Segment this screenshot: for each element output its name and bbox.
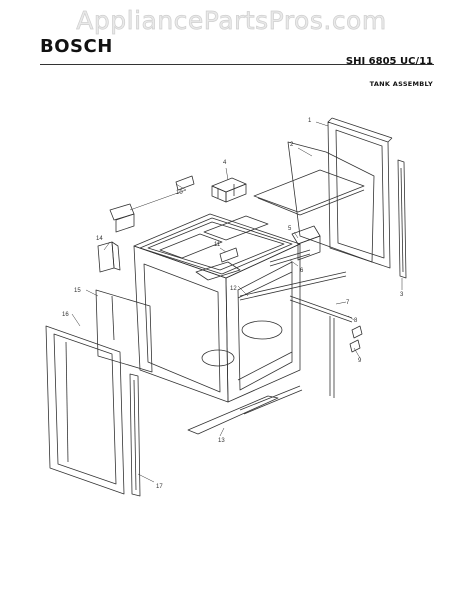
part-8-clip (351, 325, 363, 339)
callout-5: 5 (288, 226, 292, 232)
tub-body (133, 213, 301, 403)
callout-16: 16 (62, 312, 69, 318)
part-7-rail (289, 295, 353, 398)
callout-9: 9 (358, 358, 362, 364)
callout-3: 3 (400, 292, 404, 298)
callout-6: 6 (300, 268, 304, 274)
part-3-trim-strip (397, 159, 407, 279)
header-rule (40, 64, 434, 65)
part-12-rod (239, 271, 347, 301)
part-14-hinge (97, 241, 121, 273)
callout-15: 15 (74, 288, 81, 294)
callout-13: 13 (218, 438, 225, 444)
callout-7: 7 (346, 300, 350, 306)
callout-10: 10 (176, 190, 183, 196)
leader-lines (71, 121, 403, 483)
model-number: SHI 6805 UC/11 (345, 56, 433, 67)
brand-logo: BOSCH (40, 36, 113, 57)
watermark: AppliancePartsPros.com (76, 6, 387, 36)
part-13-rail (187, 385, 303, 435)
callout-2: 2 (290, 142, 294, 148)
callout-11: 11 (214, 242, 221, 248)
part-2-top-plate (253, 141, 375, 263)
part-15-panel (95, 289, 153, 373)
callout-1: 1 (308, 118, 312, 124)
part-5-clip (291, 225, 321, 261)
part-10-bracket (109, 175, 195, 233)
callout-17: 17 (156, 484, 163, 490)
part-9-clip (349, 339, 361, 353)
part-16-panel (45, 325, 125, 495)
section-title: TANK ASSEMBLY (369, 80, 433, 88)
callout-8: 8 (354, 318, 358, 324)
part-11-clip (219, 247, 239, 263)
callout-12: 12 (230, 286, 237, 292)
part-4-bracket (211, 177, 247, 203)
callout-14: 14 (96, 236, 103, 242)
callout-4: 4 (223, 160, 227, 166)
part-17-trim (129, 373, 141, 497)
part-1-side-panel (327, 117, 393, 269)
